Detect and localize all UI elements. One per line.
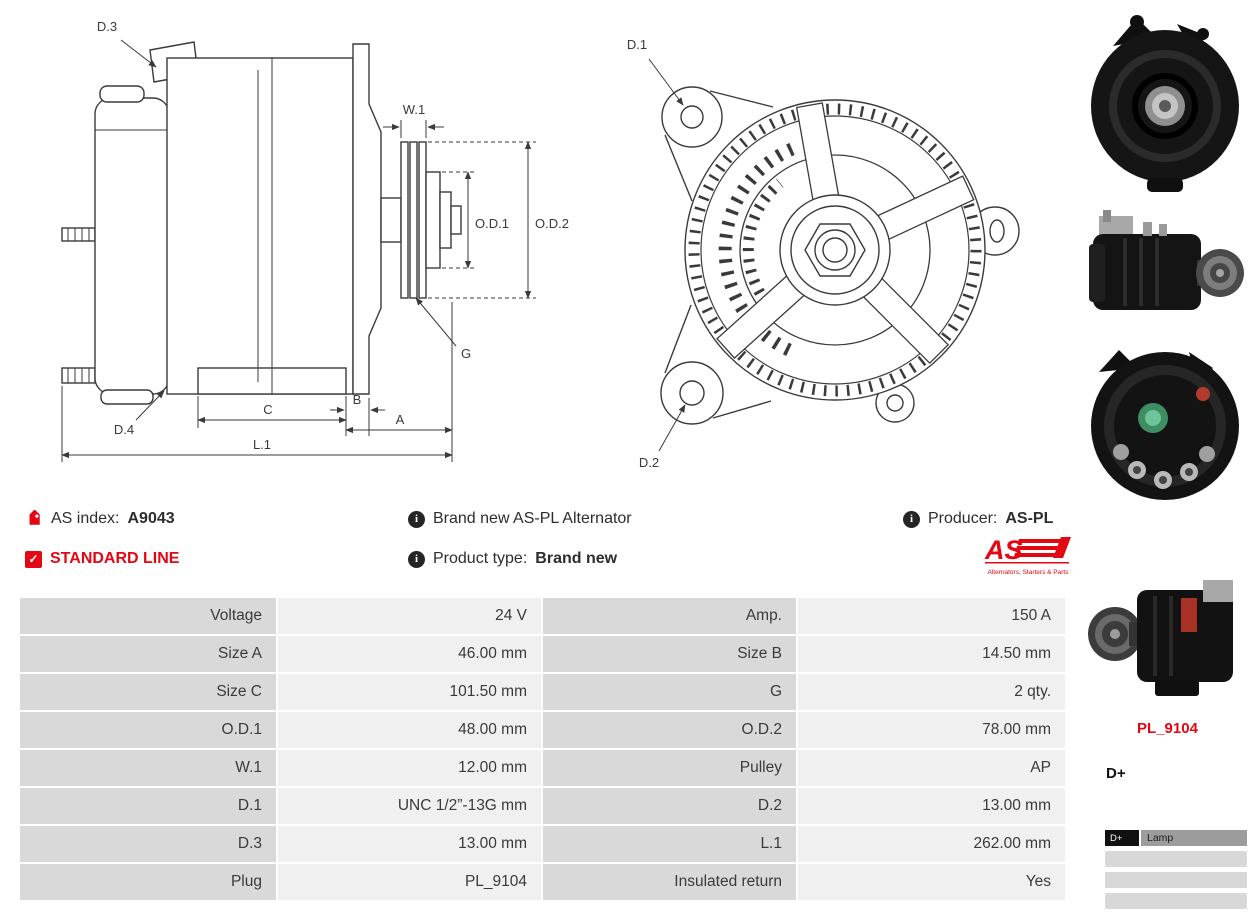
side-dimension-lines [61, 39, 536, 462]
spec-value: 2 qty. [798, 674, 1065, 710]
mount-holes [679, 105, 1005, 412]
dim-label-d4: D.4 [114, 422, 134, 437]
as-index: AS index: A9043 [25, 510, 175, 528]
check-icon: ✓ [25, 550, 42, 568]
spec-value: 12.00 mm [278, 750, 541, 786]
product-photo-rear-view [1091, 350, 1239, 500]
spec-table: Voltage 24 V Amp. 150 A Size A 46.00 mm … [20, 598, 1065, 900]
spec-label: Size C [20, 674, 276, 710]
spec-value: 48.00 mm [278, 712, 541, 748]
standard-line: ✓ STANDARD LINE [25, 550, 179, 568]
spec-label: Plug [20, 864, 276, 900]
spec-value: 46.00 mm [278, 636, 541, 672]
spec-label: Amp. [543, 598, 796, 634]
side-detail-lines [67, 58, 273, 394]
product-type-value: Brand new [535, 550, 618, 567]
logo-tagline: Alternators, Starters & Parts [988, 569, 1070, 576]
tag-icon [29, 510, 40, 525]
as-pl-logo: AS Alternators, Starters & Parts [983, 534, 1075, 585]
info-icon: i [903, 510, 920, 528]
pin-table-empty-row [1105, 893, 1247, 909]
spec-value: 24 V [278, 598, 541, 634]
spec-label: Size B [543, 636, 796, 672]
spec-label: Voltage [20, 598, 276, 634]
dim-label-c: C [263, 402, 272, 417]
brand-new-text: Brand new AS-PL Alternator [433, 510, 632, 527]
spec-value: 150 A [798, 598, 1065, 634]
as-index-value: A9043 [127, 510, 175, 527]
dim-label-l1: L.1 [253, 437, 271, 452]
pin-desc-cell: Lamp [1141, 830, 1247, 846]
spec-label: D.1 [20, 788, 276, 824]
standard-line-label: STANDARD LINE [50, 550, 180, 567]
product-photo-front-view [1091, 15, 1239, 192]
spec-label: Pulley [543, 750, 796, 786]
spec-value: 13.00 mm [278, 826, 541, 862]
spec-value: 101.50 mm [278, 674, 541, 710]
alternator-side-outline [61, 41, 462, 405]
spec-value: 14.50 mm [798, 636, 1065, 672]
spec-label: D.2 [543, 788, 796, 824]
producer: i Producer: AS-PL [903, 510, 1053, 528]
info-icon: i [408, 510, 425, 528]
logo-text: AS [984, 535, 1023, 565]
dim-label-d2: D.2 [639, 455, 659, 470]
as-index-label: AS index: [51, 510, 120, 527]
spec-label: D.3 [20, 826, 276, 862]
dim-label-d3: D.3 [97, 19, 117, 34]
product-type: i Product type: Brand new [408, 550, 617, 568]
face-ring [739, 154, 931, 346]
spec-value: PL_9104 [278, 864, 541, 900]
dim-label-g: G [461, 346, 471, 361]
dim-label-od1: O.D.1 [475, 216, 509, 231]
spec-label: L.1 [543, 826, 796, 862]
spec-value: AP [798, 750, 1065, 786]
spec-value: 13.00 mm [798, 788, 1065, 824]
pin-id-cell: D+ [1105, 830, 1139, 846]
producer-value: AS-PL [1005, 510, 1054, 527]
dim-label-w1: W.1 [403, 102, 425, 117]
pin-table-empty-row [1105, 872, 1247, 888]
producer-label: Producer: [928, 510, 998, 527]
plug-code-label: PL_9104 [1137, 720, 1198, 737]
spokes [716, 102, 975, 365]
spec-value: Yes [798, 864, 1065, 900]
spec-value: 262.00 mm [798, 826, 1065, 862]
spec-label: W.1 [20, 750, 276, 786]
pin-table-empty-row [1105, 851, 1247, 867]
product-photo-side-view-2 [1088, 580, 1233, 696]
spec-value: 78.00 mm [798, 712, 1065, 748]
spec-label: G [543, 674, 796, 710]
pin-row: D+ Lamp [1105, 830, 1247, 846]
dim-label-d1: D.1 [627, 37, 647, 52]
spec-label: Insulated return [543, 864, 796, 900]
front-view-drawing: D.1 D.2 [627, 37, 1020, 470]
product-photo-side-view [1089, 210, 1244, 310]
brand-new-note: i Brand new AS-PL Alternator [408, 510, 632, 528]
spec-label: O.D.2 [543, 712, 796, 748]
dim-label-a: A [396, 412, 405, 427]
terminal-label: D+ [1106, 765, 1126, 782]
plug-pinout-panel: D+ Lamp [1105, 830, 1247, 909]
front-leaders [648, 58, 686, 452]
product-photo-column [1085, 0, 1250, 914]
spec-value: UNC 1/2”-13G mm [278, 788, 541, 824]
product-type-label: Product type: [433, 550, 528, 567]
spec-label: O.D.1 [20, 712, 276, 748]
spec-label: Size A [20, 636, 276, 672]
dim-label-od2: O.D.2 [535, 216, 569, 231]
side-view-drawing: D.3 D.4 W.1 O.D.1 O.D.2 G C B A L.1 [61, 19, 569, 462]
pulley-hub [779, 194, 891, 306]
info-icon: i [408, 550, 425, 568]
dim-label-b: B [353, 392, 362, 407]
rim-ribs [688, 103, 982, 397]
